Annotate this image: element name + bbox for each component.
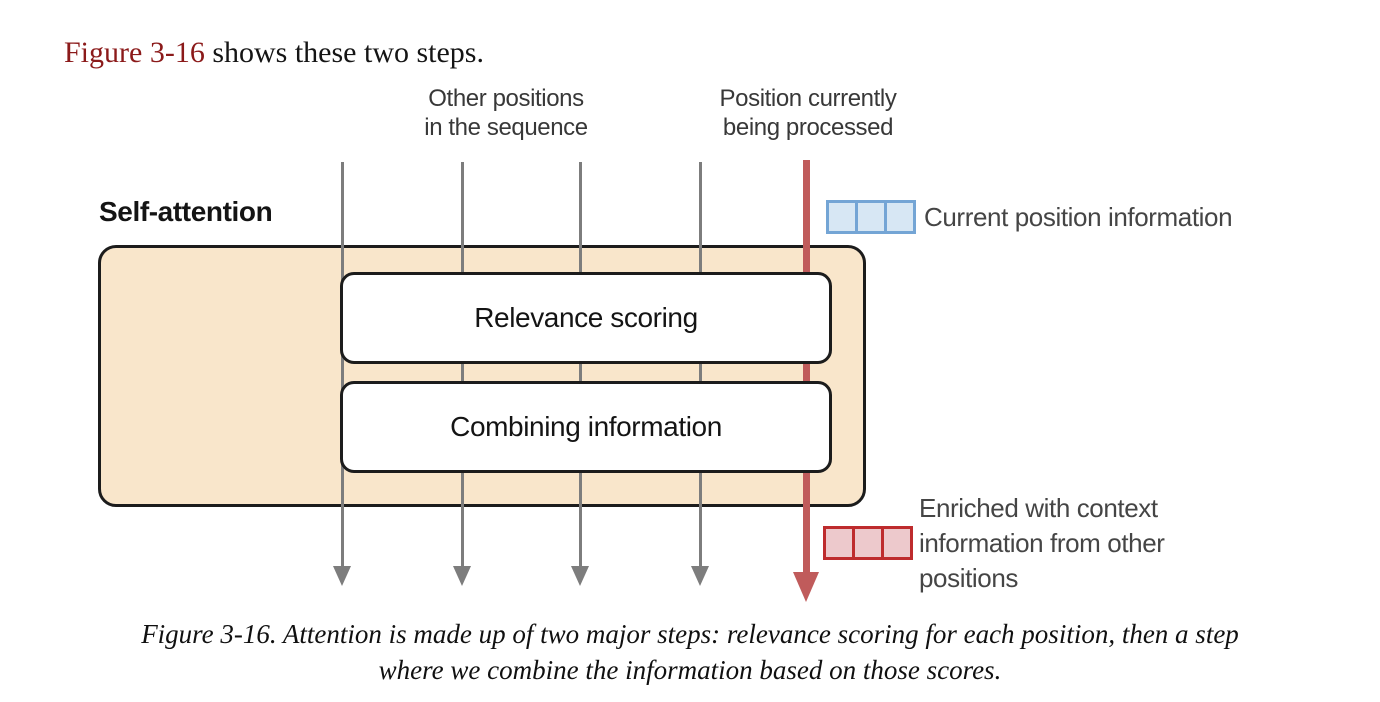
token-cell [823, 526, 855, 560]
sequence-arrow-line-1 [340, 162, 344, 566]
self-attention-label: Self-attention [99, 196, 273, 227]
current-position-arrowhead-icon [793, 572, 819, 602]
caption-line-2: where we combine the information based o… [378, 655, 1002, 685]
sequence-arrowhead-icon-3 [571, 566, 589, 586]
label-position-being-processed: Position currently being processed [719, 85, 897, 141]
legend-current-position-label: Current position information [924, 202, 1233, 232]
relevance-scoring-label: Relevance scoring [474, 302, 698, 333]
current-position-arrow-line [802, 160, 810, 572]
sequence-arrowhead-icon-4 [691, 566, 709, 586]
sequence-arrow-line-2 [460, 162, 464, 566]
sequence-arrowhead-icon-2 [453, 566, 471, 586]
sequence-arrow-line-3 [578, 162, 582, 566]
intro-text: shows these two steps. [204, 36, 484, 69]
token-cell [881, 526, 913, 560]
token-cell [826, 200, 858, 234]
figure-reference-link[interactable]: Figure 3-16 [64, 36, 205, 69]
label-other-positions: Other positions in the sequence [424, 85, 588, 141]
token-cell [855, 200, 887, 234]
sequence-arrowhead-icon-1 [333, 566, 351, 586]
relevance-scoring-box: Relevance scoring [340, 272, 832, 364]
sequence-arrow-line-4 [698, 162, 702, 566]
token-cell [852, 526, 884, 560]
enriched-token-cells [823, 526, 913, 560]
figure-caption: Figure 3-16. Attention is made up of two… [0, 616, 1380, 688]
combining-information-box: Combining information [340, 381, 832, 473]
token-cell [884, 200, 916, 234]
combining-information-label: Combining information [450, 411, 722, 442]
caption-line-1: Figure 3-16. Attention is made up of two… [141, 619, 1239, 649]
legend-enriched-label: Enriched with context information from o… [919, 493, 1165, 593]
intro-paragraph: Figure 3-16 shows these two steps. [64, 36, 484, 70]
current-position-token-cells [826, 200, 916, 234]
